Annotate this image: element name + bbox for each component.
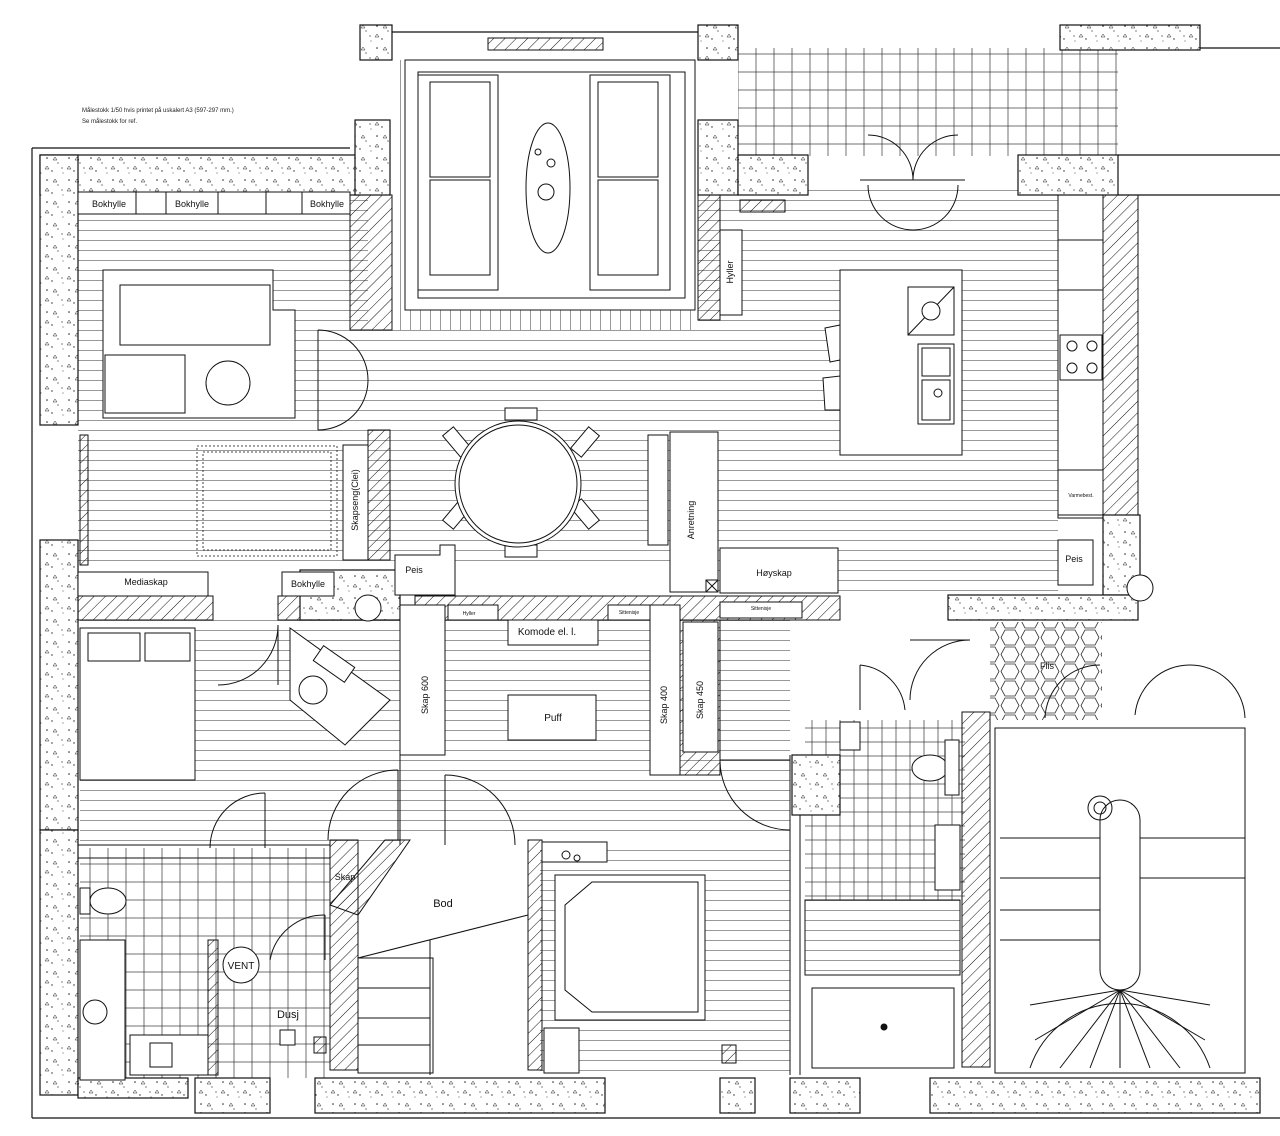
sofa-left [102,269,296,419]
doors [209,134,1246,961]
fireplaces [354,539,1154,622]
label-hyller-small: Hyller [463,611,476,617]
scale-note: Målestokk 1/50 hvis printet på uskalert … [82,108,234,114]
label-peis-1: Peis [405,565,423,575]
label-flis: Flis [1040,661,1054,671]
stairwell [994,727,1246,1074]
dining-table [441,407,601,558]
sideboard [647,431,839,594]
label-bokhylle-1: Bokhylle [92,199,126,209]
label-mediaskap: Mediaskap [124,577,168,587]
label-bod: Bod [433,898,453,910]
label-skap450: Skap 450 [695,681,705,719]
scale-ref-note: Se målestokk for ref. [82,119,138,125]
radiator-left [79,434,89,566]
bathroom-right [804,721,961,1069]
label-anretning: Anretning [686,501,696,540]
storage-room [357,914,529,1075]
label-sittenisje-1: Sittenisje [619,610,640,616]
label-bokhylle-4: Bokhylle [291,579,325,589]
label-skapseng: Skapseng(Clei) [350,469,360,531]
label-komode: Komode el. l. [518,627,576,638]
label-varmebest: Varmebest. [1068,493,1093,499]
radiator-kitchen [739,199,786,213]
label-dusj: Dusj [277,1009,299,1021]
warming-cabinet [1057,469,1104,519]
wardrobes [399,601,803,776]
label-vent: VENT [228,961,255,972]
sofa-top [404,37,696,311]
bedroom-left [79,627,391,781]
rug [196,445,338,557]
label-sittenisje-2: Sittenisje [751,606,772,612]
kitchen-counter [1057,194,1104,516]
room-labels: Bokhylle Bokhylle Bokhylle Mediaskap Bok… [92,199,1094,1021]
label-bokhylle-3: Bokhylle [310,199,344,209]
kitchen-island [822,269,963,456]
label-skap600: Skap 600 [420,676,430,714]
label-peis-2: Peis [1065,554,1083,564]
label-skap400: Skap 400 [659,686,669,724]
label-puff: Puff [544,713,562,724]
bathroom-left [79,887,327,1081]
label-hyller-kitchen: Hyller [725,260,735,283]
label-hoyskap: Høyskap [756,568,792,578]
label-skap: Skap [335,872,356,882]
bedroom-right [541,841,737,1074]
bookshelves [77,191,743,597]
label-bokhylle-2: Bokhylle [175,199,209,209]
